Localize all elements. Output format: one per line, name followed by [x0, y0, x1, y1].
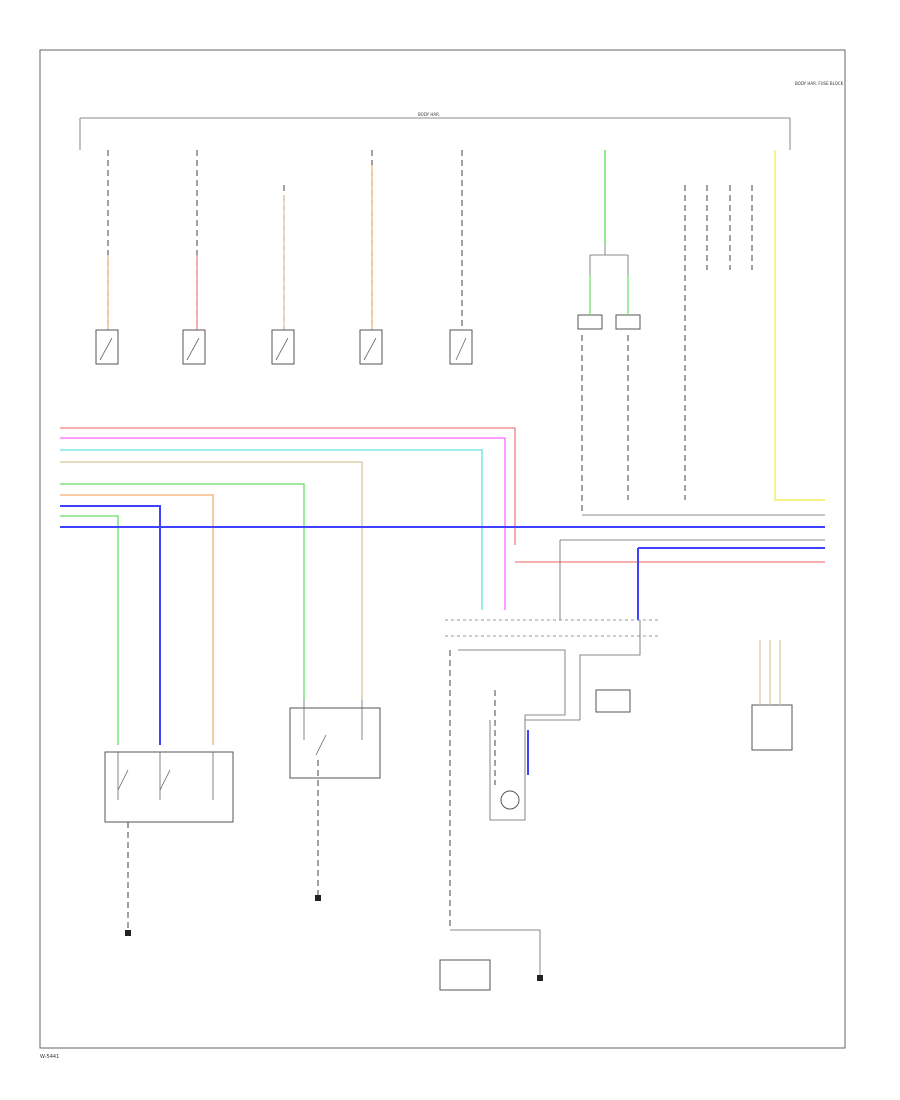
top-harness-label: BODY HAR.: [418, 112, 440, 117]
top-feeds: [107, 150, 825, 501]
lamp: [500, 790, 520, 810]
bus-red: [60, 427, 516, 545]
bottom-wiring: [450, 929, 541, 975]
ground-left: [125, 930, 131, 936]
sensor-box: [751, 704, 793, 751]
lighting-switch-box: [289, 707, 381, 779]
bus-orange: [60, 494, 214, 745]
diagram-code: W-5441: [40, 1054, 59, 1060]
connector-box-b: [615, 314, 641, 330]
ground-right: [537, 975, 543, 981]
center-right-feeds: [581, 335, 629, 515]
connector-box-a: [577, 314, 603, 330]
door-switch-3: [271, 329, 295, 365]
door-switch-1: [95, 329, 119, 365]
diagram-frame: [39, 49, 846, 1049]
bus-magenta: [60, 437, 506, 610]
door-switch-4: [359, 329, 383, 365]
relay-box: [595, 689, 631, 713]
door-lock-switch-box: [104, 751, 234, 823]
sensor-leads: [759, 640, 781, 705]
door-switches: [95, 329, 473, 365]
ground-middle: [315, 895, 321, 901]
bus-green-2: [60, 515, 119, 745]
door-switch-5: [449, 329, 473, 365]
right-note-label: BODY HAR. FUSE BLOCK: [795, 81, 844, 86]
top-harness-bus: [79, 117, 791, 150]
door-switch-2: [182, 329, 206, 365]
bus-blue-right: [637, 547, 825, 620]
module-wiring: [458, 649, 566, 821]
bottom-switch-box: [439, 959, 491, 991]
relay-wiring: [525, 620, 641, 721]
bus-cyan: [60, 449, 483, 610]
bus-lines: [60, 427, 825, 745]
feed-yellow: [774, 150, 825, 501]
bus-blue-short: [60, 505, 161, 745]
bus-green: [60, 483, 305, 700]
bus-tan: [60, 461, 363, 700]
module-dashed-border: [445, 619, 660, 637]
bus-dark-right: [559, 539, 825, 620]
